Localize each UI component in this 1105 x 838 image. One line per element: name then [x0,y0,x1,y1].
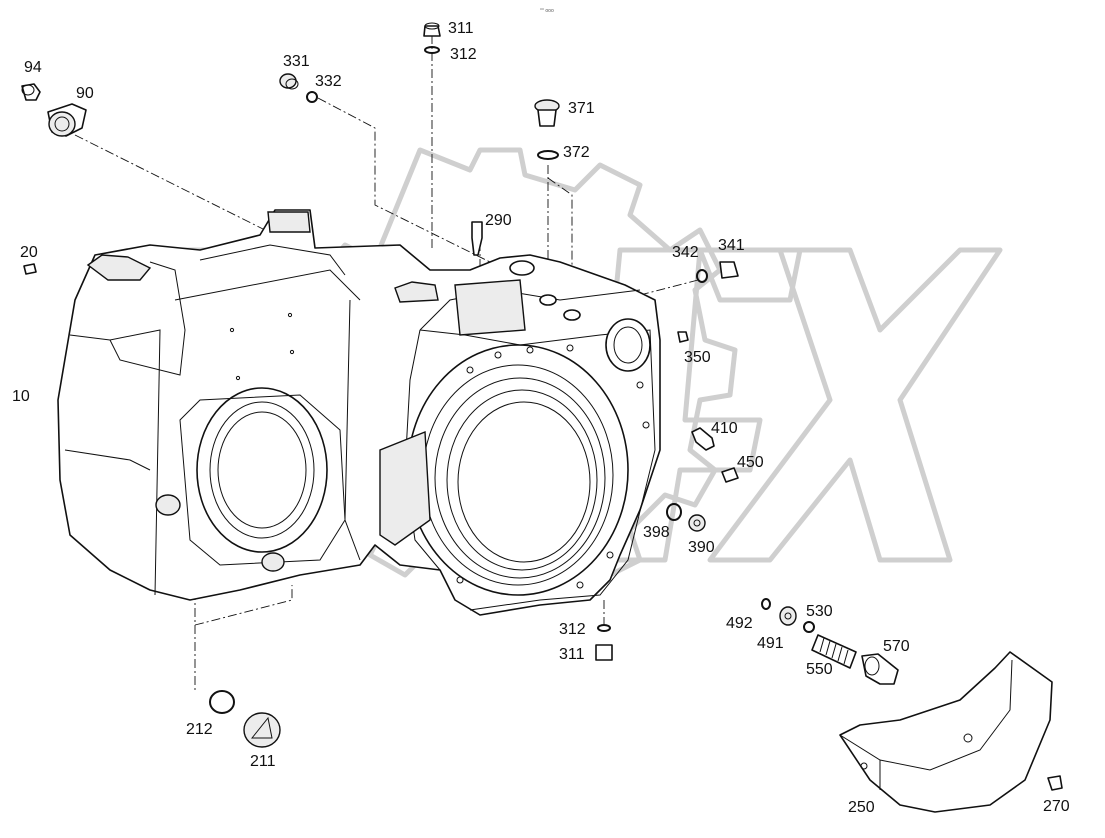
part-372 [537,150,559,160]
part-20 [23,263,37,275]
callout-450: 450 [737,454,764,471]
callout-371: 371 [568,100,595,117]
callout-342: 342 [672,244,699,261]
part-312-bottom [597,624,611,632]
part-270 [1047,775,1063,791]
callout-10: 10 [12,388,30,405]
transmission-housing [57,209,661,616]
callout-570: 570 [883,638,910,655]
callout-410: 410 [711,420,738,437]
part-211 [243,712,281,748]
callout-250: 250 [848,799,875,816]
part-312-top [424,46,440,54]
part-530 [803,621,815,633]
callout-530: 530 [806,603,833,620]
callout-290: 290 [485,212,512,229]
part-250 [839,651,1053,813]
corner-marking: °° ooo [540,8,554,14]
callout-341: 341 [718,237,745,254]
part-491 [779,606,797,626]
part-550 [811,634,857,669]
callout-211: 211 [250,753,276,770]
callout-390: 390 [688,539,715,556]
part-94 [21,83,41,101]
callout-labels: 94 90 331 332 311 312 371 372 290 342 34… [12,20,1070,816]
part-311-top [423,22,441,37]
callout-311-top: 311 [448,20,474,37]
callout-90: 90 [76,85,94,102]
part-492 [761,598,771,610]
callout-20: 20 [20,244,38,261]
part-350 [677,331,689,343]
callout-312-top: 312 [450,46,477,63]
callout-332: 332 [315,73,342,90]
part-410 [691,427,715,451]
callout-372: 372 [563,144,590,161]
part-390 [688,514,706,532]
callout-398: 398 [643,524,670,541]
callout-312-bottom: 312 [559,621,586,638]
part-450 [721,467,739,483]
callout-331: 331 [283,53,310,70]
callout-350: 350 [684,349,711,366]
callout-491: 491 [757,635,784,652]
callout-94: 94 [24,59,42,76]
callout-311-bottom: 311 [559,646,585,663]
callout-270: 270 [1043,798,1070,815]
callout-492: 492 [726,615,753,632]
part-570 [861,653,899,685]
part-331 [279,73,299,90]
part-342 [696,269,708,283]
part-341 [719,261,739,279]
callout-212: 212 [186,721,213,738]
part-90 [47,103,87,137]
part-371 [534,99,560,127]
part-398 [666,503,682,521]
part-332 [306,91,318,103]
callout-550: 550 [806,661,833,678]
part-290 [471,221,483,256]
part-212 [209,690,235,714]
part-311-bottom [595,644,613,661]
